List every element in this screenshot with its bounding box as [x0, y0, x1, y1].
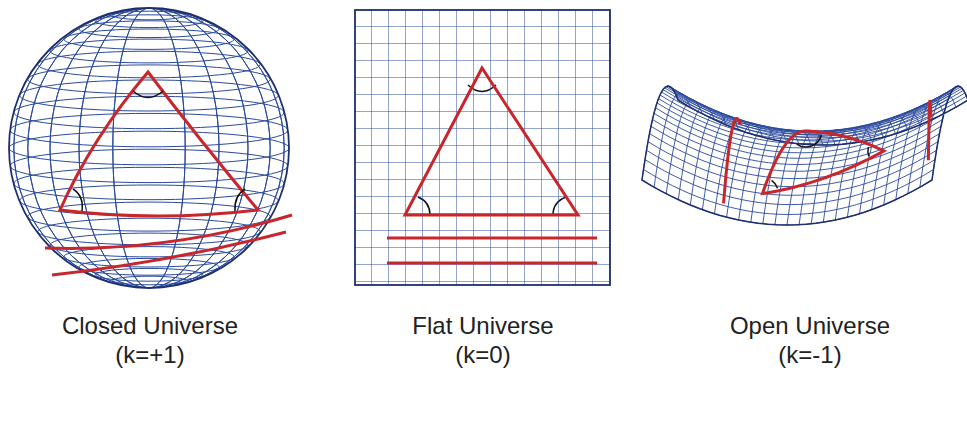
curvature-value: (k=0)	[333, 341, 633, 370]
saddle-fill	[642, 86, 967, 225]
latitude-line	[10, 149, 288, 182]
saddle-grid-line	[896, 106, 932, 200]
latitude-line	[10, 113, 288, 146]
flat-grid	[355, 10, 610, 285]
caption: Flat Universe (k=0)	[333, 312, 633, 370]
saddle-grid-line	[645, 160, 935, 205]
longitude-line	[79, 8, 219, 288]
angle-arc	[772, 180, 778, 188]
saddle-grid-line	[872, 116, 908, 210]
caption-title: Closed Universe	[0, 312, 300, 341]
angle-arc	[867, 147, 869, 156]
caption-title: Open Universe	[660, 312, 960, 341]
latitude-line	[64, 29, 234, 49]
latitude-line	[113, 11, 185, 20]
sphere-grid	[9, 8, 289, 288]
latitude-line	[14, 96, 284, 128]
saddle-surface	[642, 86, 967, 225]
sphere-triangle	[45, 72, 292, 275]
curvature-value: (k=-1)	[660, 341, 960, 370]
latitude-line	[95, 15, 202, 28]
latitude-line	[28, 65, 270, 94]
saddle-grid-line	[932, 86, 967, 180]
longitude-line	[50, 8, 248, 288]
diverging-line	[928, 101, 931, 160]
saddle-outline	[642, 86, 967, 225]
saddle-grid-line	[644, 170, 934, 215]
latitude-line	[9, 131, 289, 165]
saddle-grid-line	[659, 99, 949, 144]
caption: Open Universe (k=-1)	[660, 312, 960, 370]
saddle-triangle	[763, 131, 884, 194]
flat-triangle	[387, 68, 597, 263]
longitude-line	[14, 8, 284, 288]
saddle-grid-line	[648, 142, 938, 187]
latitude-line	[20, 80, 279, 111]
longitude-line	[79, 8, 219, 288]
curvature-value: (k=+1)	[0, 341, 300, 370]
sphere-outline	[9, 8, 289, 288]
saddle-grid-line	[654, 113, 944, 158]
saddle-grid-line	[665, 88, 955, 133]
saddle-grid-line	[908, 100, 944, 194]
longitude-line	[149, 8, 150, 288]
saddle-grid-line	[657, 103, 947, 148]
diverging-line	[724, 119, 741, 204]
caption-title: Flat Universe	[333, 312, 633, 341]
angle-arc	[797, 135, 822, 147]
latitude-line	[79, 21, 219, 38]
longitude-line	[50, 8, 248, 288]
caption: Closed Universe (k=+1)	[0, 312, 300, 370]
latitude-line	[50, 39, 248, 63]
longitude-line	[14, 8, 284, 288]
